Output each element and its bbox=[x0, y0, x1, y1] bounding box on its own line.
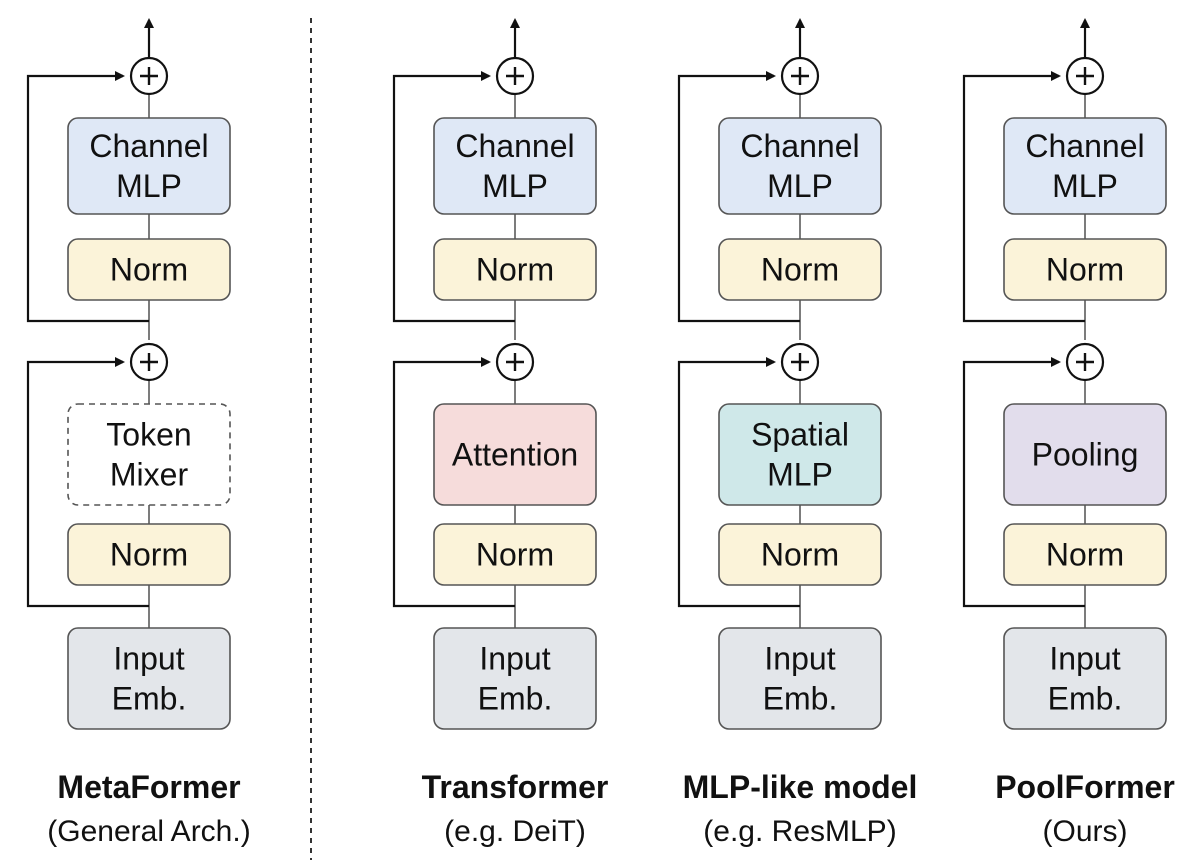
norm-top-label-1: Norm bbox=[476, 252, 554, 288]
residual-connection-upper bbox=[962, 71, 1085, 323]
input-embedding-box bbox=[67, 627, 231, 730]
caption-subtitle: (General Arch.) bbox=[47, 815, 250, 848]
token-mixer-label-1: Token bbox=[106, 417, 191, 453]
residual-connection-upper bbox=[26, 71, 149, 323]
channel-mlp-label-2: MLP bbox=[767, 168, 833, 204]
input-embedding-label-2: Emb. bbox=[763, 681, 838, 717]
caption-subtitle: (e.g. DeiT) bbox=[444, 815, 586, 848]
norm-bottom-box bbox=[67, 523, 231, 586]
token-mixer-label-1: Pooling bbox=[1032, 437, 1139, 473]
residual-connection-upper bbox=[392, 71, 515, 323]
norm-top-box bbox=[1003, 238, 1167, 301]
token-mixer-label-2: Mixer bbox=[110, 457, 189, 493]
add-node-upper bbox=[129, 56, 169, 96]
add-node-upper bbox=[495, 56, 535, 96]
residual-connection-lower bbox=[392, 357, 515, 608]
input-embedding-label-1: Input bbox=[1049, 641, 1120, 677]
input-embedding-box bbox=[718, 627, 882, 730]
column-4: ChannelMLPNormPoolingNormInputEmb.PoolFo… bbox=[962, 18, 1175, 848]
token-mixer-label-1: Attention bbox=[452, 437, 578, 473]
input-embedding-label-1: Input bbox=[479, 641, 550, 677]
token-mixer-box bbox=[433, 403, 597, 506]
token-mixer-box bbox=[718, 403, 882, 506]
input-embedding-label-2: Emb. bbox=[478, 681, 553, 717]
residual-connection-upper bbox=[677, 71, 800, 323]
norm-top-box bbox=[433, 238, 597, 301]
caption-subtitle: (e.g. ResMLP) bbox=[703, 815, 896, 848]
input-embedding-label-1: Input bbox=[764, 641, 835, 677]
residual-connection-lower bbox=[677, 357, 800, 608]
channel-mlp-label-1: Channel bbox=[455, 128, 574, 164]
caption-title: PoolFormer bbox=[995, 769, 1175, 805]
norm-bottom-label-1: Norm bbox=[476, 537, 554, 573]
channel-mlp-box bbox=[433, 117, 597, 215]
norm-bottom-label-1: Norm bbox=[1046, 537, 1124, 573]
token-mixer-label-1: Spatial bbox=[751, 417, 849, 453]
token-mixer-box bbox=[1003, 403, 1167, 506]
input-embedding-label-2: Emb. bbox=[112, 681, 187, 717]
residual-connection-lower bbox=[26, 357, 149, 608]
caption-subtitle: (Ours) bbox=[1043, 815, 1128, 848]
add-node-lower bbox=[129, 342, 169, 382]
norm-top-label-1: Norm bbox=[110, 252, 188, 288]
residual-connection-lower bbox=[962, 357, 1085, 608]
norm-bottom-label-1: Norm bbox=[110, 537, 188, 573]
input-embedding-box bbox=[433, 627, 597, 730]
norm-top-label-1: Norm bbox=[1046, 252, 1124, 288]
input-embedding-label-1: Input bbox=[113, 641, 184, 677]
channel-mlp-box bbox=[67, 117, 231, 215]
norm-top-box bbox=[718, 238, 882, 301]
channel-mlp-label-2: MLP bbox=[482, 168, 548, 204]
norm-top-box bbox=[67, 238, 231, 301]
add-node-upper bbox=[1065, 56, 1105, 96]
add-node-lower bbox=[780, 342, 820, 382]
column-3: ChannelMLPNormSpatialMLPNormInputEmb.MLP… bbox=[677, 18, 918, 848]
channel-mlp-box bbox=[718, 117, 882, 215]
input-embedding-box bbox=[1003, 627, 1167, 730]
column-1: ChannelMLPNormTokenMixerNormInputEmb.Met… bbox=[26, 18, 251, 848]
channel-mlp-label-1: Channel bbox=[1025, 128, 1144, 164]
channel-mlp-label-2: MLP bbox=[1052, 168, 1118, 204]
channel-mlp-label-1: Channel bbox=[740, 128, 859, 164]
add-node-lower bbox=[495, 342, 535, 382]
caption-title: MetaFormer bbox=[57, 769, 240, 805]
token-mixer-box bbox=[67, 403, 231, 506]
channel-mlp-box bbox=[1003, 117, 1167, 215]
input-embedding-label-2: Emb. bbox=[1048, 681, 1123, 717]
add-node-lower bbox=[1065, 342, 1105, 382]
norm-bottom-box bbox=[433, 523, 597, 586]
norm-bottom-label-1: Norm bbox=[761, 537, 839, 573]
norm-bottom-box bbox=[718, 523, 882, 586]
column-2: ChannelMLPNormAttentionNormInputEmb.Tran… bbox=[392, 18, 609, 848]
channel-mlp-label-2: MLP bbox=[116, 168, 182, 204]
caption-title: Transformer bbox=[422, 769, 609, 805]
add-node-upper bbox=[780, 56, 820, 96]
norm-bottom-box bbox=[1003, 523, 1167, 586]
norm-top-label-1: Norm bbox=[761, 252, 839, 288]
caption-title: MLP-like model bbox=[683, 769, 918, 805]
token-mixer-label-2: MLP bbox=[767, 457, 833, 493]
channel-mlp-label-1: Channel bbox=[89, 128, 208, 164]
